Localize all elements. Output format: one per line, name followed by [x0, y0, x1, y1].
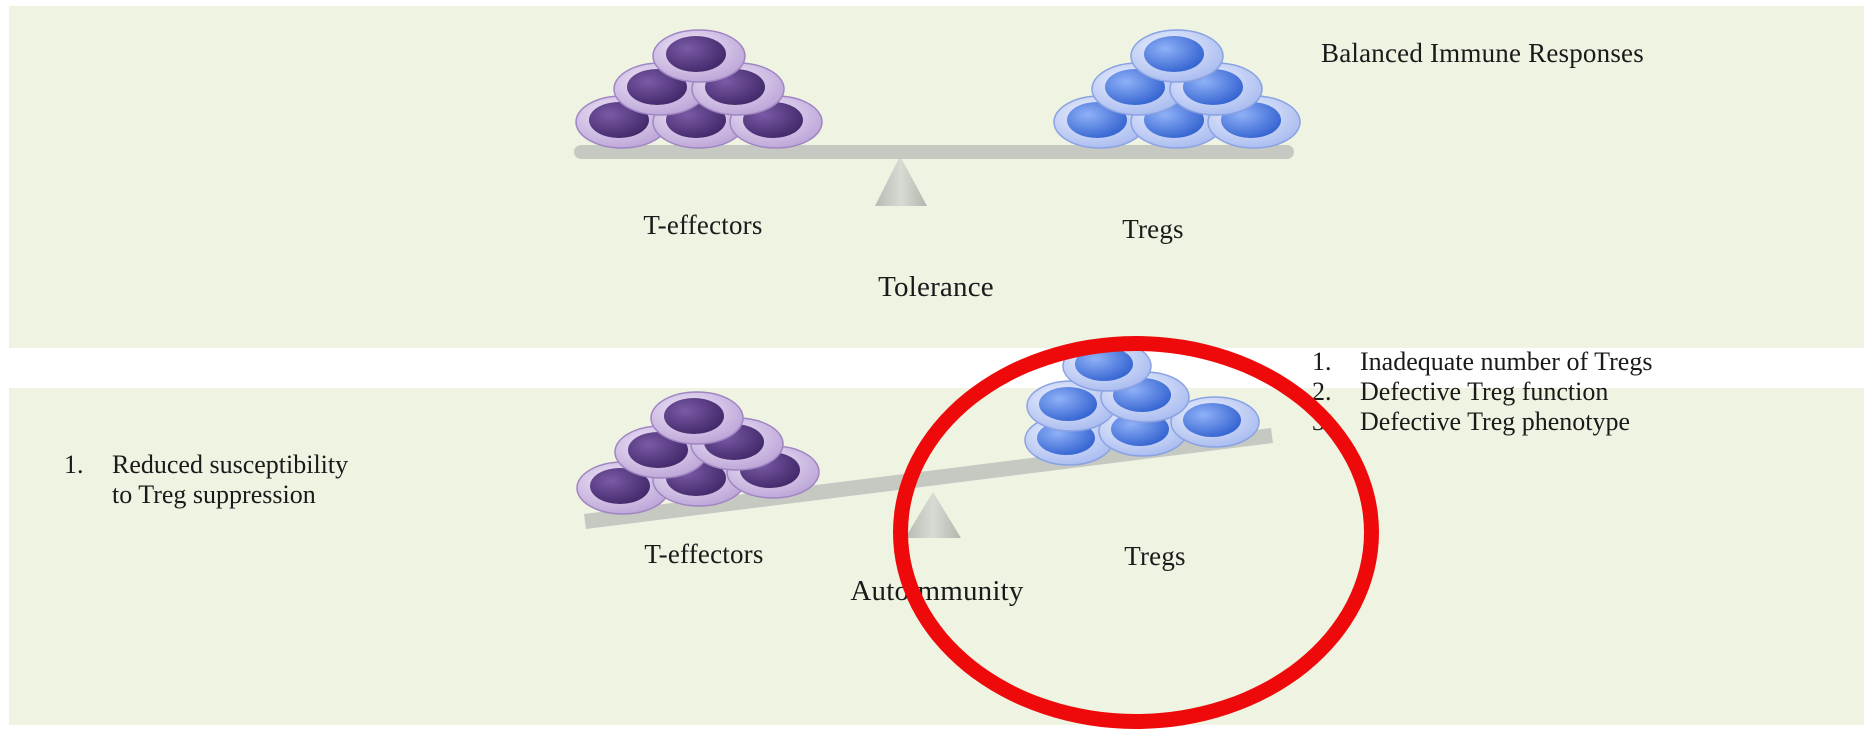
autoimmunity-caption: Autoimmunity	[850, 575, 1024, 607]
effector-cell-icon	[652, 29, 746, 83]
tolerance-panel: Balanced Immune Responses T-effectors Tr…	[9, 6, 1864, 348]
treg-cell-group	[1053, 29, 1301, 149]
list-item: 2. Defective Treg function	[1312, 377, 1652, 407]
list-item-text: Reduced susceptibility	[112, 450, 349, 479]
treg-cell-group	[1024, 340, 1260, 466]
seesaw-fulcrum-icon	[875, 156, 927, 206]
list-item-number: 1.	[1312, 347, 1332, 376]
treg-reasons-list: 1. Inadequate number of Tregs 2. Defecti…	[1312, 347, 1652, 437]
list-item-text: Inadequate number of Tregs	[1360, 347, 1653, 376]
seesaw-fulcrum-icon	[905, 492, 961, 538]
list-item-number: 3.	[1312, 407, 1332, 436]
list-item: 1. Inadequate number of Tregs	[1312, 347, 1652, 377]
effector-cell-group	[575, 29, 823, 149]
effector-cell-group	[576, 391, 820, 515]
effector-cell-icon	[650, 391, 744, 445]
treg-cell-icon	[1062, 340, 1152, 392]
autoimmunity-treg-label: Tregs	[1124, 541, 1186, 571]
autoimmunity-effector-label: T-effectors	[644, 539, 764, 569]
tolerance-seesaw-diagram	[574, 29, 1301, 206]
tolerance-caption: Tolerance	[878, 271, 994, 303]
treg-cell-icon	[1170, 396, 1260, 448]
list-item-text: Defective Treg function	[1360, 377, 1609, 406]
tolerance-effector-label: T-effectors	[643, 210, 763, 240]
treg-cell-icon	[1026, 380, 1116, 432]
list-item: 1. Reduced susceptibility to Treg suppre…	[64, 450, 348, 510]
list-item-number: 1.	[64, 450, 84, 479]
effector-reasons-list: 1. Reduced susceptibility to Treg suppre…	[64, 450, 348, 510]
tolerance-treg-label: Tregs	[1122, 214, 1184, 244]
list-item: 3. Defective Treg phenotype	[1312, 407, 1652, 437]
treg-cell-icon	[1130, 29, 1224, 83]
list-item-text: to Treg suppression	[112, 480, 316, 509]
list-item-text: Defective Treg phenotype	[1360, 407, 1631, 436]
seesaw-beam	[574, 145, 1294, 159]
balanced-responses-heading: Balanced Immune Responses	[1321, 38, 1644, 68]
autoimmunity-panel: T-effectors Tregs Autoimmunity 1. Reduce…	[9, 340, 1864, 725]
autoimmunity-seesaw-diagram	[576, 340, 1273, 538]
list-item-number: 2.	[1312, 377, 1332, 406]
